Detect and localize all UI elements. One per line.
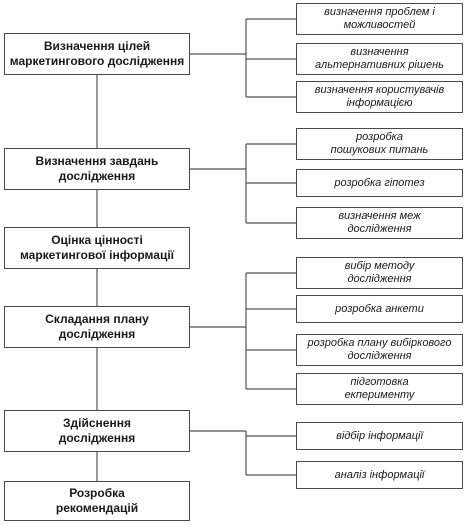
stage-box-recommendations: Розробка рекомендацій — [4, 481, 190, 521]
stage-box-plan: Складання плану дослідження — [4, 306, 190, 348]
task-label: розробка плану вибіркового дослідження — [307, 337, 452, 362]
task-box: аналіз інформації — [296, 461, 463, 489]
task-box: розробка пошукових питань — [296, 128, 463, 160]
task-box: розробка анкети — [296, 295, 463, 323]
task-box: підготовка екперименту — [296, 373, 463, 405]
stage-box-execution: Здійснення дослідження — [4, 410, 190, 452]
task-label: аналіз інформації — [334, 468, 425, 481]
task-label: визначення меж дослідження — [338, 210, 421, 235]
task-box: визначення альтернативних рішень — [296, 43, 463, 75]
stage-label: Визначення завдань дослідження — [35, 154, 159, 183]
task-label: розробка гіпотез — [334, 176, 425, 189]
task-box: розробка плану вибіркового дослідження — [296, 334, 463, 366]
stage-label: Здійснення дослідження — [58, 416, 136, 445]
task-label: розробка пошукових питань — [330, 131, 429, 156]
task-label: підготовка екперименту — [344, 376, 415, 401]
task-label: визначення проблем і можливостей — [324, 6, 435, 31]
stage-box-value-assessment: Оцінка цінності маркетингової інформації — [4, 227, 190, 269]
stage-label: Визначення цілей маркетингового дослідже… — [9, 39, 185, 68]
task-label: відбір інформації — [336, 429, 423, 442]
task-label: визначення альтернативних рішень — [315, 46, 444, 71]
task-box: розробка гіпотез — [296, 169, 463, 197]
task-label: розробка анкети — [335, 302, 424, 315]
task-box: відбір інформації — [296, 422, 463, 450]
task-label: визначення користувачів інформацією — [314, 84, 445, 109]
task-box: визначення користувачів інформацією — [296, 81, 463, 113]
task-box: вибір методу дослідження — [296, 257, 463, 289]
stage-box-goals: Визначення цілей маркетингового дослідже… — [4, 33, 190, 75]
task-box: визначення проблем і можливостей — [296, 3, 463, 35]
task-label: вибір методу дослідження — [344, 260, 415, 285]
stage-label: Оцінка цінності маркетингової інформації — [19, 233, 175, 262]
task-box: визначення меж дослідження — [296, 207, 463, 239]
stage-label: Складання плану дослідження — [45, 312, 149, 341]
stage-box-tasks: Визначення завдань дослідження — [4, 148, 190, 190]
stage-label: Розробка рекомендацій — [55, 486, 139, 515]
